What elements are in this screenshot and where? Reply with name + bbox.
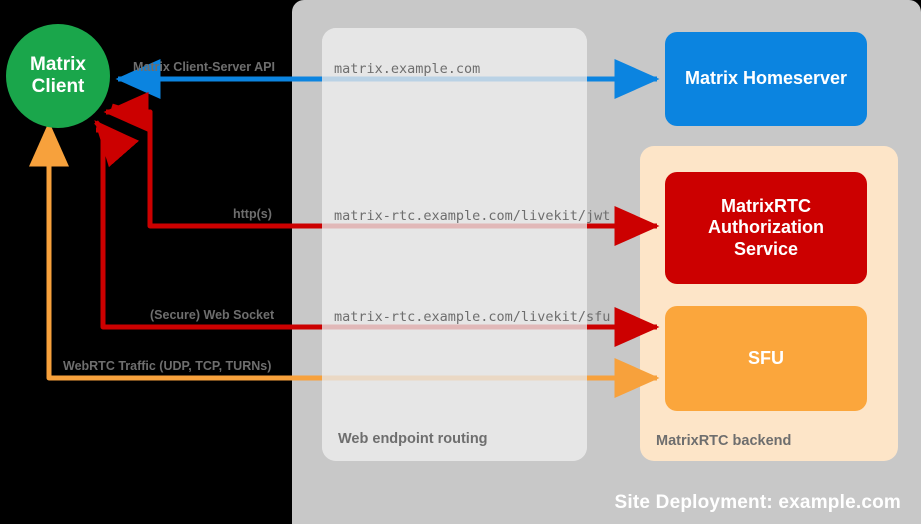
node-sfu[interactable]: SFU	[665, 306, 867, 411]
matrixrtc-backend-label: MatrixRTC backend	[656, 433, 792, 449]
web-endpoint-routing-overlay	[322, 28, 587, 461]
endpoint-url-jwt: matrix-rtc.example.com/livekit/jwt	[334, 208, 611, 224]
node-matrix-client-line2: Client	[31, 76, 85, 97]
edge-label-websocket: (Secure) Web Socket	[150, 308, 275, 322]
node-matrix-client-line1: Matrix	[30, 53, 86, 75]
node-auth-line3: Service	[733, 238, 799, 259]
site-deployment-label: Site Deployment: example.com	[614, 492, 901, 513]
node-sfu-label: SFU	[748, 347, 784, 368]
node-matrix-client[interactable]: Matrix Client	[6, 24, 110, 128]
edge-label-matrix-client-server-api: Matrix Client-Server API	[133, 60, 275, 74]
endpoint-url-matrix: matrix.example.com	[334, 61, 481, 77]
edge-label-webrtc: WebRTC Traffic (UDP, TCP, TURNs)	[63, 359, 272, 373]
node-matrixrtc-authorization-service[interactable]: MatrixRTC Authorization Service	[665, 172, 867, 284]
endpoint-url-sfu: matrix-rtc.example.com/livekit/sfu	[334, 309, 611, 325]
node-auth-line1: MatrixRTC	[720, 195, 811, 216]
node-matrix-homeserver[interactable]: Matrix Homeserver	[665, 32, 867, 126]
node-matrix-homeserver-label: Matrix Homeserver	[684, 68, 848, 89]
node-auth-line2: Authorization	[708, 217, 824, 238]
edge-label-https: http(s)	[233, 207, 272, 221]
